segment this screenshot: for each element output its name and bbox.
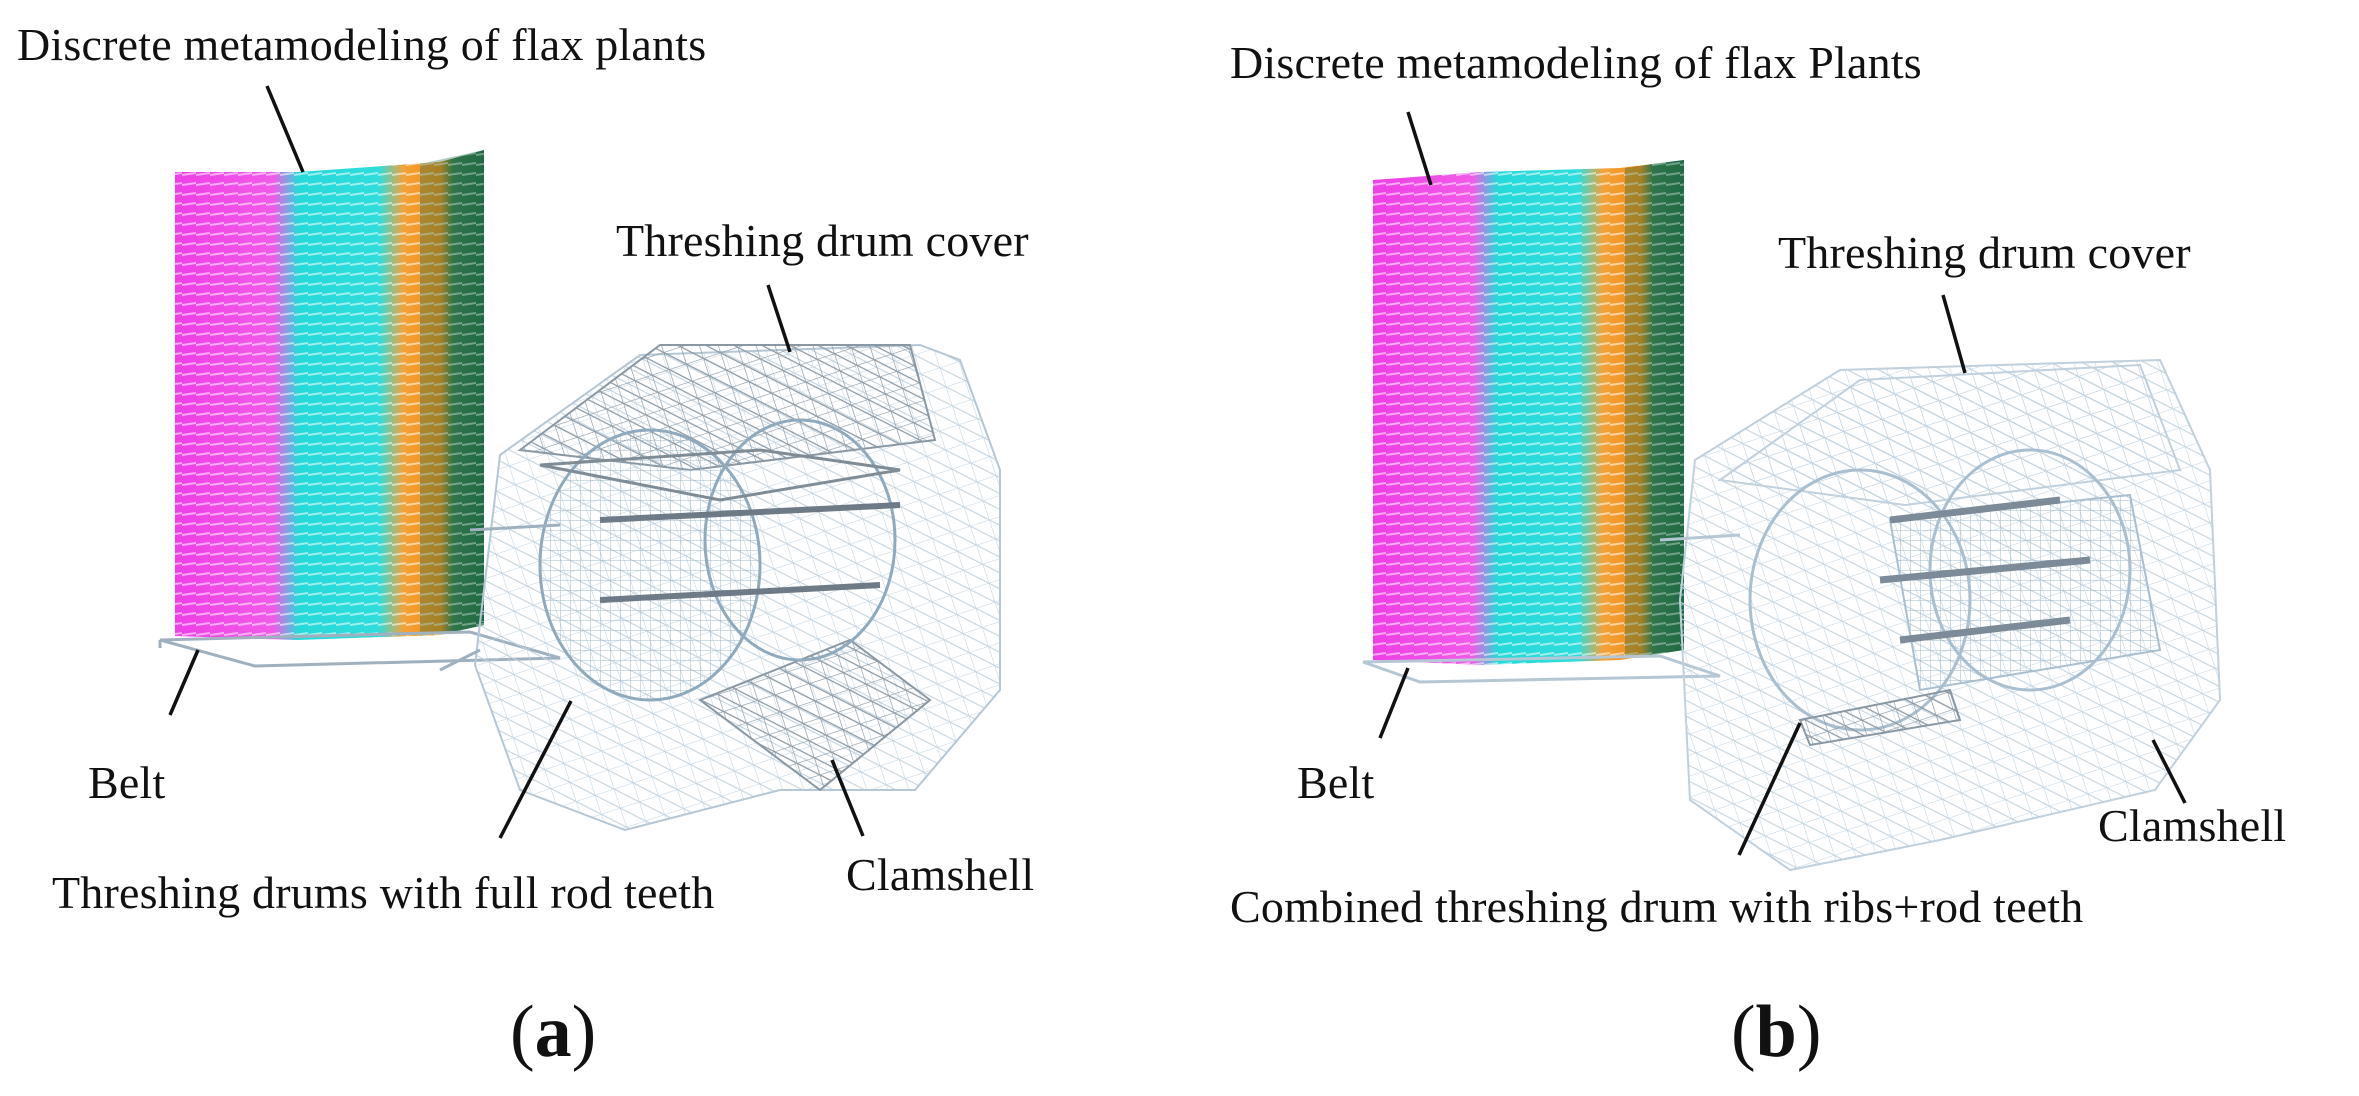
leader-lines xyxy=(168,85,2187,856)
label-belt-a: Belt xyxy=(88,757,166,808)
label-clamshell-a: Clamshell xyxy=(846,849,1035,900)
label-drum-a: Threshing drums with full rod teeth xyxy=(52,867,715,918)
label-drum-b: Combined threshing drum with ribs+rod te… xyxy=(1230,881,2084,932)
leader-cover-b xyxy=(1941,294,1967,374)
leader-plants-b xyxy=(1406,111,1433,186)
leader-belt-b xyxy=(1378,667,1410,739)
flax-plants-a xyxy=(175,150,484,640)
leader-belt-a xyxy=(168,649,200,716)
leader-drum-a xyxy=(498,700,573,839)
leader-clamshell-b xyxy=(2151,739,2187,804)
threshing-machine-b xyxy=(1659,358,2222,872)
panel-letter-b: b xyxy=(1755,991,1797,1073)
label-cover-a: Threshing drum cover xyxy=(616,215,1029,266)
label-cover-b: Threshing drum cover xyxy=(1778,227,2191,278)
panel-label-b: (b) xyxy=(1731,991,1822,1073)
leader-cover-a xyxy=(766,284,792,353)
label-plants-b: Discrete metamodeling of flax Plants xyxy=(1230,37,1922,88)
label-plants-a: Discrete metamodeling of flax plants xyxy=(17,19,707,70)
panel-a-artwork xyxy=(158,150,1001,832)
leader-drum-b xyxy=(1737,722,1802,856)
panel-b-artwork xyxy=(1362,160,2222,872)
panel-letter-a: a xyxy=(534,991,572,1073)
label-clamshell-b: Clamshell xyxy=(2098,800,2287,851)
label-belt-b: Belt xyxy=(1297,757,1375,808)
leader-plants-a xyxy=(265,85,305,173)
leader-clamshell-a xyxy=(830,759,865,837)
threshing-machine-a xyxy=(439,343,1001,832)
flax-plants-b xyxy=(1373,160,1684,665)
panel-label-a: (a) xyxy=(510,991,597,1073)
